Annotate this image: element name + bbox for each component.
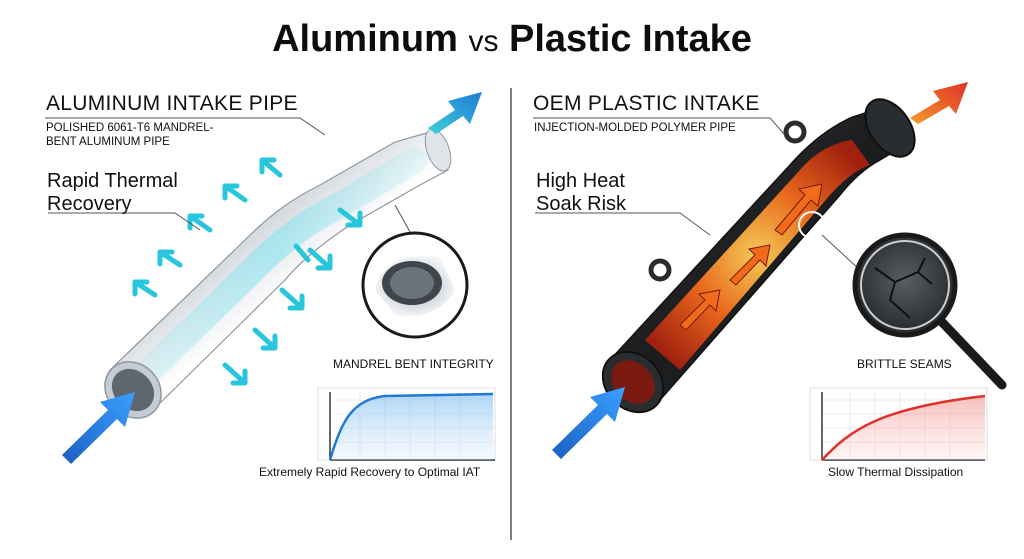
inlet-arrow-right bbox=[552, 387, 625, 459]
left-subheading: POLISHED 6061-T6 MANDREL-BENT ALUMINUM P… bbox=[46, 122, 214, 148]
left-heading: ALUMINUM INTAKE PIPE bbox=[46, 92, 298, 115]
right-subheading: INJECTION-MOLDED POLYMER PIPE bbox=[534, 122, 736, 134]
leader-line-heading-left bbox=[45, 117, 326, 136]
right-feature: High Heat Soak Risk bbox=[536, 170, 627, 215]
outlet-arrow-right bbox=[910, 82, 968, 124]
leader-line-feature-right bbox=[535, 212, 711, 236]
leader-line-detail-right bbox=[821, 234, 861, 271]
right-detail-caption: BRITTLE SEAMS bbox=[857, 357, 952, 371]
page-title: Aluminum vs Plastic Intake bbox=[0, 18, 1024, 61]
inlet-arrow-left bbox=[62, 392, 135, 464]
curve-slow-dissipation bbox=[821, 394, 986, 461]
title-part-aluminum: Aluminum bbox=[272, 18, 458, 60]
heat-soak-arrows bbox=[679, 183, 823, 331]
leader-line-feature-left bbox=[48, 212, 201, 231]
dissipation-chart-right bbox=[809, 387, 988, 461]
right-chart-caption: Slow Thermal Dissipation bbox=[828, 465, 964, 479]
left-chart-caption: Extremely Rapid Recovery to Optimal IAT bbox=[259, 465, 481, 479]
title-part-plastic: Plastic Intake bbox=[509, 18, 752, 60]
left-detail-caption: MANDREL BENT INTEGRITY bbox=[333, 357, 494, 371]
recovery-chart-left bbox=[317, 387, 496, 461]
seam-marker bbox=[798, 211, 826, 239]
leader-line-heading-right bbox=[533, 117, 786, 136]
curve-fast-recovery bbox=[328, 392, 494, 461]
mandrel-detail-lens bbox=[361, 231, 469, 339]
outlet-arrow-left bbox=[428, 92, 482, 134]
brittle-seams-magnifier bbox=[852, 232, 1007, 390]
heat-dissipation-arrows bbox=[132, 157, 363, 386]
right-heading: OEM PLASTIC INTAKE bbox=[533, 92, 760, 115]
left-feature: Rapid Thermal Recovery bbox=[47, 170, 178, 215]
title-vs: vs bbox=[468, 25, 499, 58]
